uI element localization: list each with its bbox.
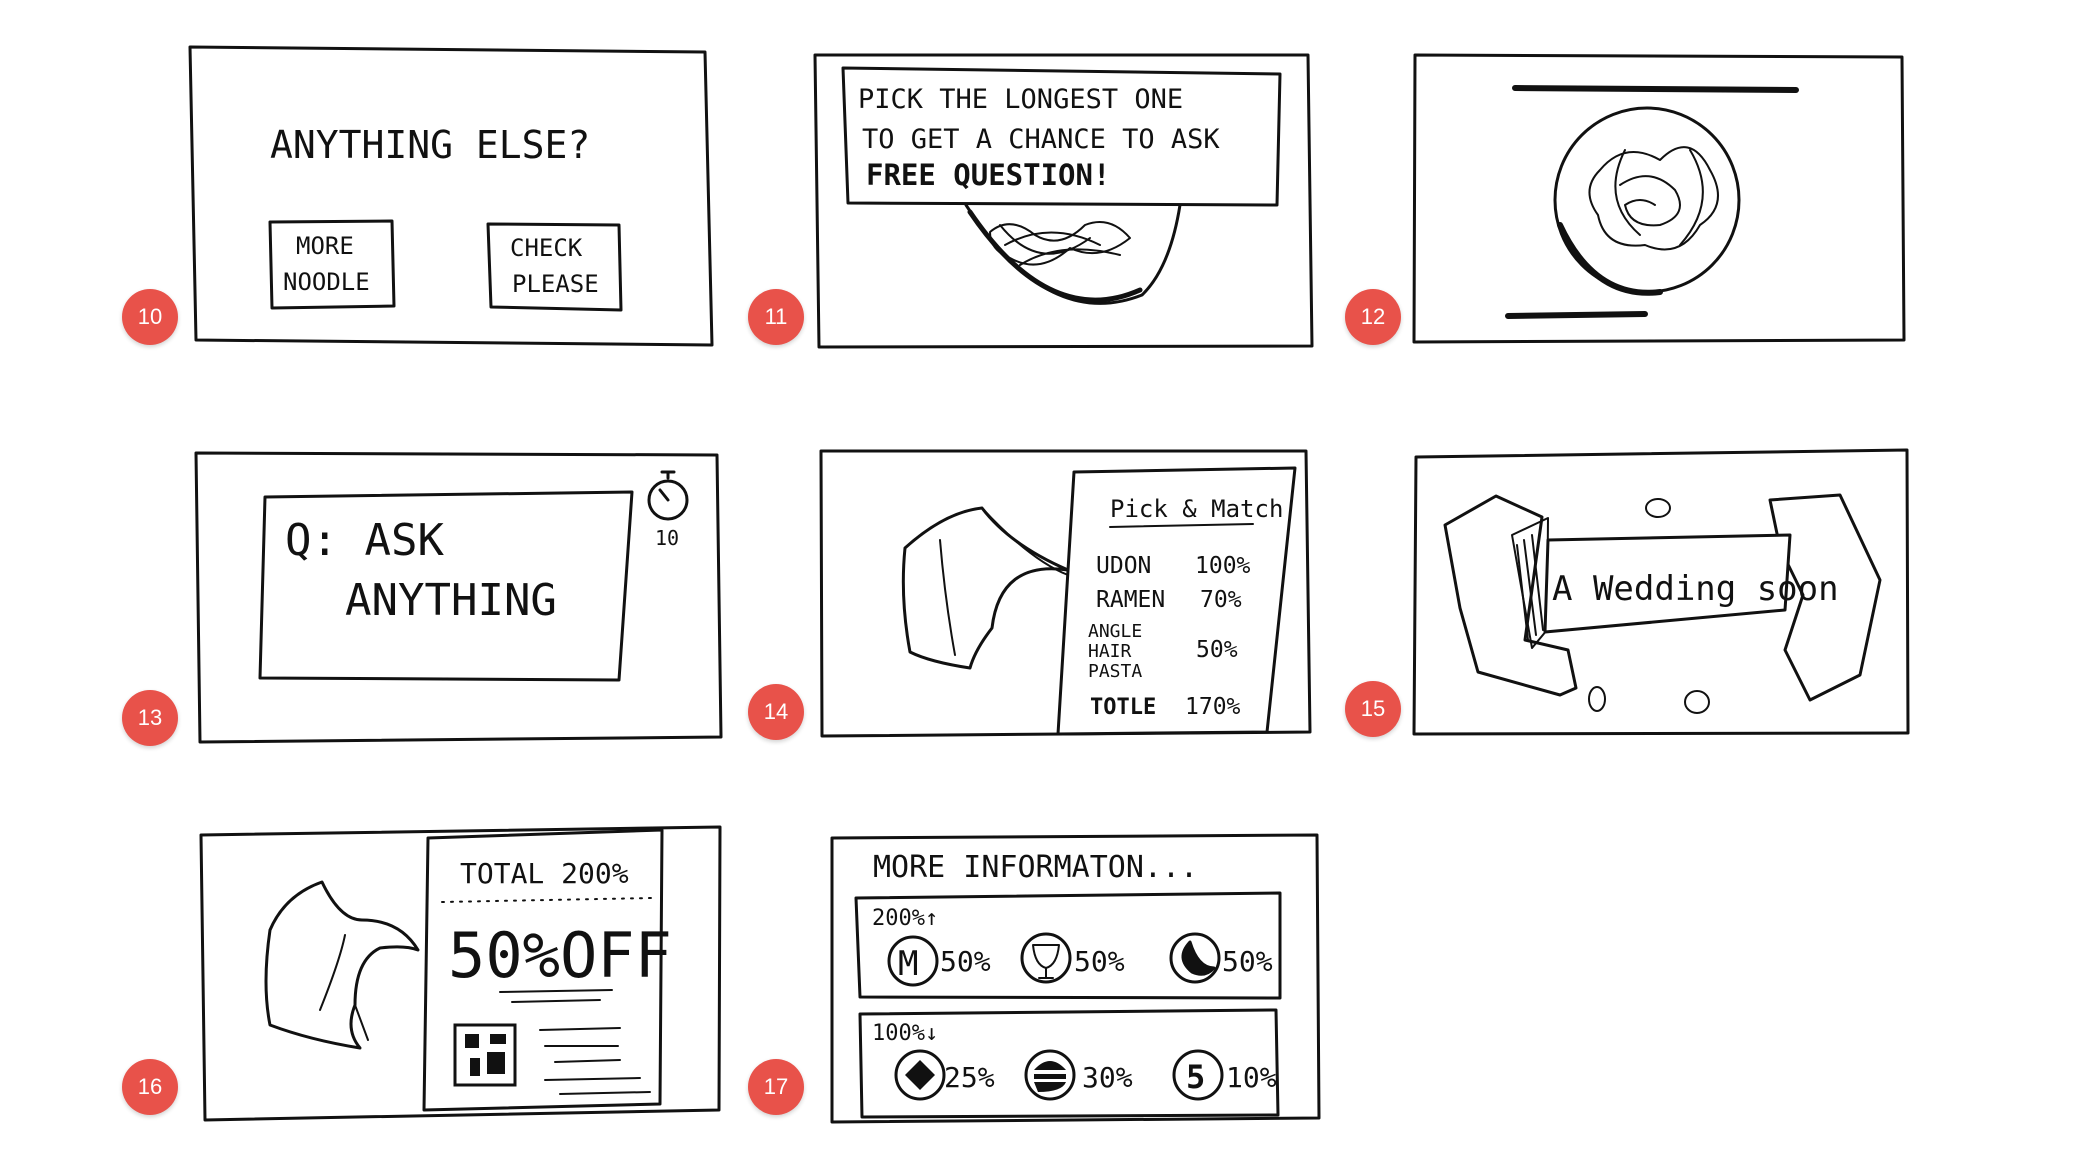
- step-badge-11: 11: [748, 289, 804, 345]
- svg-text:30%: 30%: [1082, 1061, 1133, 1094]
- group-below-100: 100%↓ 25% 30% 5 10%: [858, 1008, 1280, 1119]
- coupon-discount: 50%OFF: [448, 919, 672, 992]
- more-info-title: MORE INFORMATON...: [873, 850, 1198, 885]
- cookie-crumbs: [1588, 498, 1710, 714]
- noodle-bowl: [964, 203, 1182, 305]
- svg-text:TO GET A CHANCE TO ASK: TO GET A CHANCE TO ASK: [862, 124, 1220, 155]
- svg-text:TOTLE: TOTLE: [1090, 695, 1156, 720]
- panel-16: TOTAL 200% 50%OFF: [199, 825, 722, 1122]
- svg-text:200%↑: 200%↑: [872, 906, 938, 931]
- svg-text:170%: 170%: [1185, 694, 1241, 720]
- pick-match-card: Pick & Match UDON 100% RAMEN 70% ANGLE H…: [1056, 466, 1297, 736]
- pick-match-heading: Pick & Match: [1110, 495, 1283, 523]
- panel-14: Pick & Match UDON 100% RAMEN 70% ANGLE H…: [819, 449, 1312, 738]
- step-badge-17: 17: [748, 1059, 804, 1115]
- svg-text:PASTA: PASTA: [1088, 661, 1142, 682]
- svg-text:100%: 100%: [1195, 553, 1251, 579]
- panel-13: Q: ASK ANYTHING 10: [194, 451, 723, 744]
- svg-text:PLEASE: PLEASE: [512, 270, 599, 298]
- wine-glass-icon: [1020, 932, 1072, 984]
- check-please-button[interactable]: CHECK PLEASE: [486, 222, 623, 312]
- fortune-cookie: [901, 506, 1070, 670]
- svg-text:50%: 50%: [1074, 945, 1125, 978]
- step-badge-16: 16: [122, 1059, 178, 1115]
- svg-text:5: 5: [1186, 1058, 1205, 1096]
- s-logo-icon: 5: [1172, 1049, 1224, 1101]
- step-badge-13: 13: [122, 690, 178, 746]
- panel-10-title: ANYTHING ELSE?: [270, 123, 590, 167]
- timer-value: 10: [655, 526, 679, 550]
- step-badge-10: 10: [122, 289, 178, 345]
- group-above-200: 200%↑ M 50% 50% 50%: [854, 891, 1282, 1000]
- svg-text:UDON: UDON: [1096, 553, 1151, 579]
- panel-12: [1412, 53, 1906, 344]
- svg-text:50%: 50%: [940, 945, 991, 978]
- svg-text:50%: 50%: [1222, 945, 1273, 978]
- svg-text:RAMEN: RAMEN: [1096, 587, 1165, 613]
- svg-text:FREE QUESTION!: FREE QUESTION!: [866, 158, 1110, 192]
- svg-text:HAIR: HAIR: [1088, 641, 1132, 662]
- m-logo-icon: M: [887, 935, 939, 987]
- burger-icon: [1024, 1049, 1076, 1101]
- svg-text:50%: 50%: [1196, 637, 1238, 663]
- svg-text:MORE: MORE: [296, 232, 354, 260]
- svg-text:100%↓: 100%↓: [872, 1021, 938, 1046]
- noodle-bowl-top-view: [1553, 106, 1741, 296]
- fortune-banner: A Wedding soon: [1443, 493, 1882, 702]
- question-prompt-line1: Q: ASK: [285, 515, 444, 566]
- svg-text:25%: 25%: [944, 1061, 995, 1094]
- instruction-card: PICK THE LONGEST ONE TO GET A CHANCE TO …: [841, 66, 1282, 207]
- coupon-total: TOTAL 200%: [460, 857, 629, 890]
- wedding-message: A Wedding soon: [1552, 569, 1839, 609]
- panel-17: MORE INFORMATON... 200%↑ M 50% 50% 50% 1…: [830, 833, 1321, 1124]
- step-badge-12: 12: [1345, 289, 1401, 345]
- qr-code-icon: [453, 1023, 517, 1087]
- svg-text:70%: 70%: [1200, 587, 1242, 613]
- diamond-icon: [894, 1049, 946, 1101]
- panel-10: ANYTHING ELSE? MORE NOODLE CHECK PLEASE: [188, 45, 714, 347]
- panel-11: PICK THE LONGEST ONE TO GET A CHANCE TO …: [813, 53, 1314, 349]
- broken-fortune-cookie: [264, 880, 420, 1050]
- panel-15: A Wedding soon: [1412, 448, 1910, 736]
- step-badge-14: 14: [748, 684, 804, 740]
- svg-text:M: M: [898, 944, 918, 984]
- step-badge-15: 15: [1345, 681, 1401, 737]
- svg-text:ANGLE: ANGLE: [1088, 621, 1142, 642]
- more-noodle-button[interactable]: MORE NOODLE: [268, 219, 396, 310]
- moon-icon: [1169, 932, 1221, 984]
- question-prompt-line2: ANYTHING: [345, 575, 557, 626]
- svg-text:PICK THE LONGEST ONE: PICK THE LONGEST ONE: [858, 84, 1183, 115]
- svg-text:CHECK: CHECK: [510, 234, 583, 262]
- coupon-card: TOTAL 200% 50%OFF: [422, 828, 672, 1112]
- timer-icon: [647, 470, 689, 521]
- svg-text:10%: 10%: [1226, 1061, 1277, 1094]
- svg-text:NOODLE: NOODLE: [283, 268, 370, 296]
